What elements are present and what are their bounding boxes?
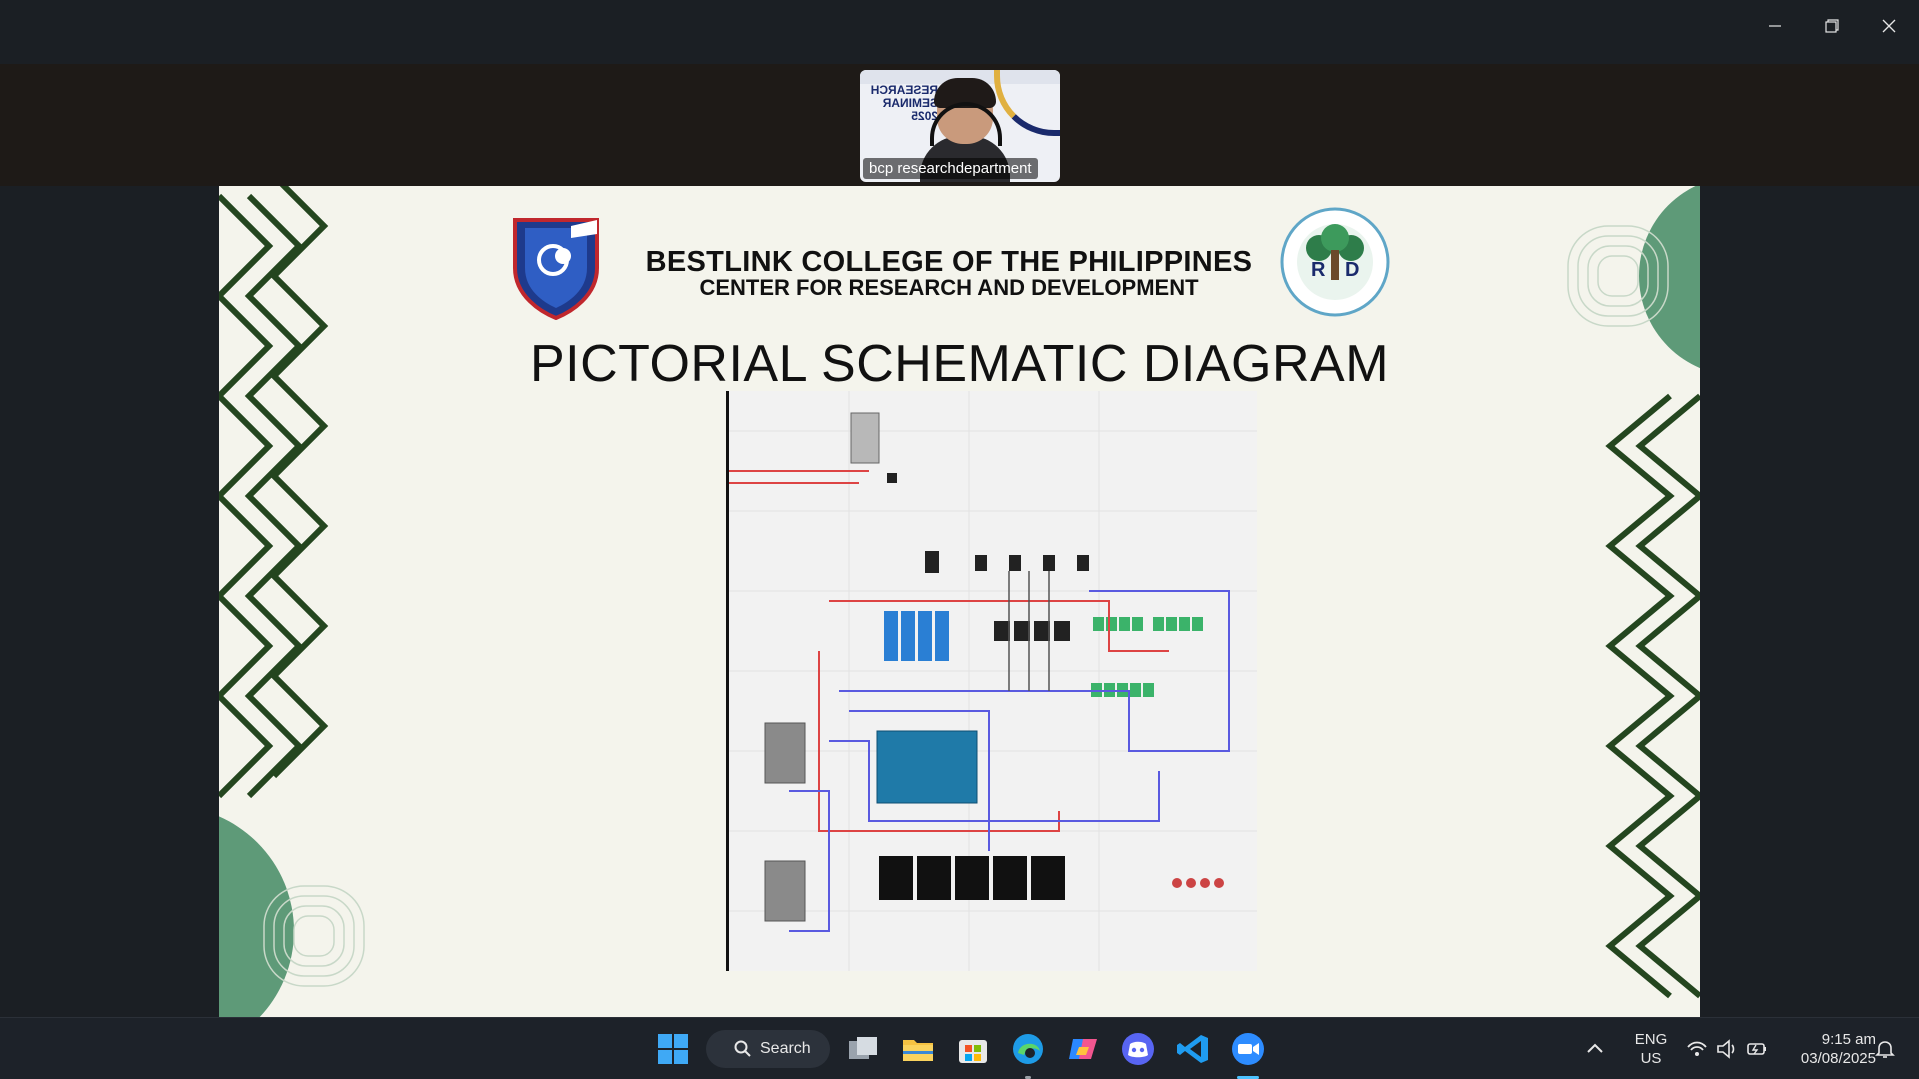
- video-background-text: RESEARCH SEMINAR 2025: [870, 83, 938, 123]
- right-chevron-pattern: [1605, 393, 1700, 999]
- participant-name: bcp researchdepartment: [863, 158, 1038, 179]
- file-explorer-icon[interactable]: [900, 1031, 936, 1067]
- edge-icon[interactable]: [1010, 1031, 1046, 1067]
- battery-icon[interactable]: [1745, 1038, 1769, 1060]
- microsoft-store-icon[interactable]: [955, 1031, 991, 1067]
- video-swoosh: [994, 70, 1060, 136]
- schematic-diagram-image: [726, 391, 1257, 971]
- zoom-active-indicator: [1237, 1076, 1259, 1079]
- search-label: Search: [760, 1040, 811, 1057]
- shared-slide: BESTLINK COLLEGE OF THE PHILIPPINES CENT…: [219, 186, 1700, 1017]
- decor-rings-bottom-left: [263, 885, 365, 987]
- volume-icon[interactable]: [1715, 1038, 1739, 1060]
- windows-taskbar: Search ENG US: [0, 1017, 1919, 1079]
- bestlink-shield-logo: [513, 218, 599, 320]
- language-code: ENG: [1634, 1031, 1668, 1048]
- notification-bell-icon[interactable]: [1874, 1038, 1896, 1060]
- language-region: US: [1640, 1050, 1662, 1067]
- start-icon[interactable]: [655, 1031, 691, 1067]
- copilot-icon[interactable]: [1065, 1031, 1101, 1067]
- taskbar-search-button[interactable]: Search: [706, 1030, 830, 1068]
- research-center-tree-logo: R D: [1280, 207, 1390, 317]
- task-view-icon[interactable]: [845, 1031, 881, 1067]
- close-icon[interactable]: [1866, 10, 1912, 42]
- left-chevron-pattern: [219, 186, 329, 799]
- vscode-icon[interactable]: [1175, 1031, 1211, 1067]
- circuit-drawing: [729, 391, 1257, 971]
- chevron-up-icon[interactable]: [1584, 1038, 1606, 1060]
- decor-rings-top-right: [1567, 225, 1669, 327]
- window-titlebar: [0, 0, 1919, 64]
- language-indicator[interactable]: ENG US: [1628, 1030, 1674, 1068]
- diagram-title: PICTORIAL SCHEMATIC DIAGRAM: [529, 335, 1390, 393]
- zoom-icon[interactable]: [1230, 1031, 1266, 1067]
- discord-icon[interactable]: [1120, 1031, 1156, 1067]
- clock-time: 9:15 am: [1821, 1031, 1876, 1048]
- minimize-icon[interactable]: [1752, 10, 1798, 42]
- wifi-icon[interactable]: [1686, 1039, 1708, 1059]
- restore-icon[interactable]: [1809, 10, 1855, 42]
- college-name: BESTLINK COLLEGE OF THE PHILIPPINES: [645, 246, 1253, 278]
- center-name: CENTER FOR RESEARCH AND DEVELOPMENT: [699, 275, 1199, 300]
- svg-text:R: R: [1311, 259, 1326, 281]
- clock-date: 03/08/2025: [1800, 1050, 1876, 1067]
- svg-text:D: D: [1345, 259, 1359, 281]
- clock[interactable]: 9:15 am 03/08/2025: [1780, 1030, 1876, 1068]
- participant-video-tile[interactable]: RESEARCH SEMINAR 2025 bcp researchdepart…: [860, 70, 1060, 182]
- search-icon: [734, 1040, 751, 1057]
- slide-header: BESTLINK COLLEGE OF THE PHILIPPINES CENT…: [639, 246, 1259, 301]
- edge-running-indicator: [1025, 1076, 1031, 1079]
